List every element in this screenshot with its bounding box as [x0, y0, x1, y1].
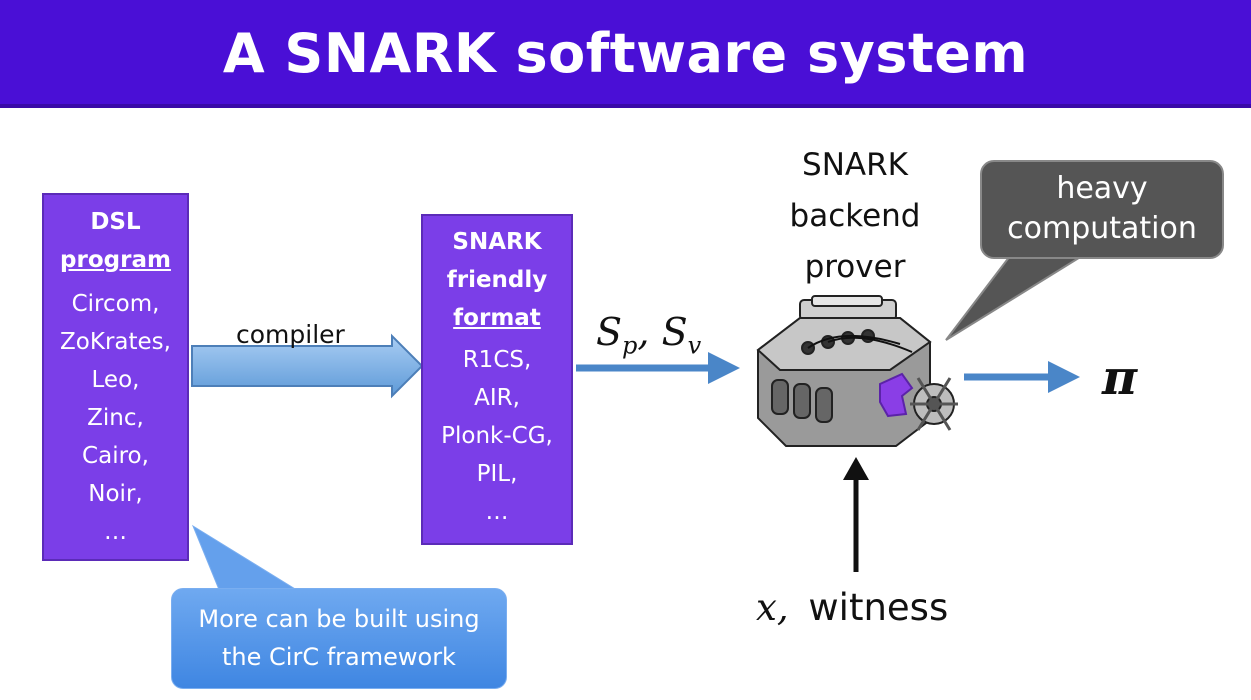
dsl-heading: DSL — [90, 209, 141, 235]
circ-note: More can be built using the CirC framewo… — [171, 588, 507, 689]
prover-label: SNARK backend prover — [760, 140, 950, 293]
callout-pointer — [945, 255, 1086, 341]
params-label: Sp, Sv — [596, 310, 701, 360]
format-item: … — [485, 499, 509, 525]
format-heading-format: format — [453, 305, 541, 331]
input-arrow-head — [843, 457, 869, 480]
dsl-heading-program: program — [60, 247, 171, 273]
title-bar: A SNARK software system — [0, 0, 1251, 108]
input-x: x, — [756, 586, 789, 629]
format-item: AIR, — [474, 385, 520, 411]
dsl-item: Circom, — [71, 291, 160, 317]
prover-label-line3: prover — [804, 249, 906, 285]
sv-sub: v — [687, 331, 702, 360]
compiler-arrow — [191, 333, 424, 399]
circ-note-pointer — [191, 524, 302, 593]
format-item: R1CS, — [462, 347, 532, 373]
format-heading-friendly: friendly — [446, 267, 548, 293]
circ-note-line2: the CirC framework — [222, 643, 456, 671]
dsl-item: Leo, — [91, 367, 140, 393]
params-arrow-head — [708, 352, 740, 384]
sp-sub: p — [622, 331, 638, 360]
prover-label-line2: backend — [789, 198, 921, 234]
format-item: PIL, — [476, 461, 518, 487]
prover-label-line1: SNARK — [802, 147, 908, 183]
proof-arrow-head — [1048, 361, 1080, 393]
engine-icon — [756, 295, 958, 447]
proof-symbol: π — [1102, 350, 1138, 406]
dsl-item: Noir, — [88, 481, 143, 507]
snark-format-box: SNARK friendly format R1CS, AIR, Plonk-C… — [421, 214, 573, 545]
callout-line1: heavy — [1056, 171, 1148, 206]
params-sep: , — [637, 310, 650, 354]
sp-main: S — [596, 310, 623, 354]
input-label: x, witness — [756, 586, 948, 629]
format-item: Plonk-CG, — [441, 423, 553, 449]
callout-line2: computation — [1007, 211, 1197, 246]
dsl-program-box: DSL program Circom, ZoKrates, Leo, Zinc,… — [42, 193, 189, 561]
dsl-item: Cairo, — [82, 443, 149, 469]
compiler-label: compiler — [236, 320, 345, 349]
sv-main: S — [661, 310, 688, 354]
dsl-item: Zinc, — [87, 405, 144, 431]
input-witness: witness — [808, 586, 949, 629]
slide-title: A SNARK software system — [222, 22, 1029, 85]
format-heading-snark: SNARK — [452, 229, 542, 255]
heavy-computation-callout: heavy computation — [980, 160, 1224, 259]
dsl-item: … — [104, 519, 127, 545]
dsl-item: ZoKrates, — [60, 329, 171, 355]
circ-note-line1: More can be built using — [198, 605, 480, 633]
